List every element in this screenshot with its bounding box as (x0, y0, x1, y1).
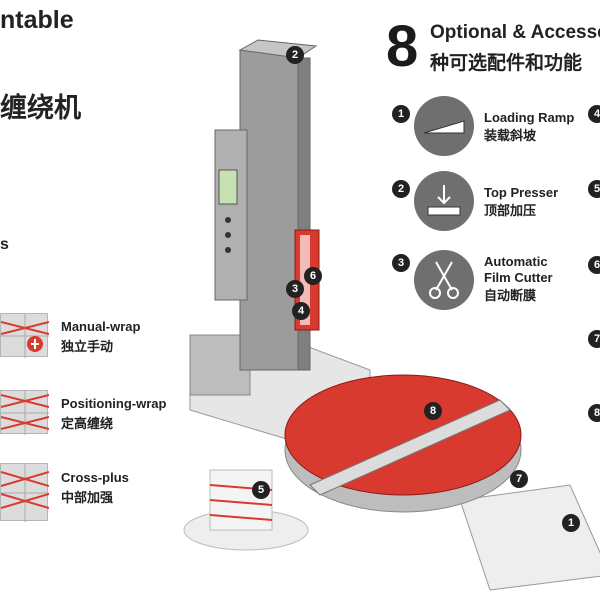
accessories-subtitle: 种可选配件和功能 (430, 53, 583, 74)
machine-callout-3: 3 (286, 280, 304, 298)
accessory-number-6-cropped: 6 (588, 256, 600, 274)
page-title-cn-fragment: 缠绕机 (0, 93, 81, 123)
machine-callout-4: 4 (292, 302, 310, 320)
machine-callout-2: 2 (286, 46, 304, 64)
accessory-icon-container-1 (414, 96, 474, 156)
accessory-count: 8 (386, 14, 419, 79)
accessory-number-5-cropped: 5 (588, 180, 600, 198)
machine-callout-5: 5 (252, 481, 270, 499)
accessory-label-3: Automatic Film Cutter 自动断膜 (484, 254, 553, 303)
positioning-wrap-thumbnail (0, 390, 50, 435)
accessory-number-8-cropped: 8 (588, 404, 600, 422)
machine-callout-1: 1 (562, 514, 580, 532)
machine-callout-8: 8 (424, 402, 442, 420)
accessory-label-1: Loading Ramp 装载斜坡 (484, 110, 575, 143)
machine-callout-6: 6 (304, 267, 322, 285)
section-title-fragment: s (0, 236, 9, 253)
accessory-number-4-cropped: 4 (588, 105, 600, 123)
accessory-icon-container-3 (414, 250, 474, 310)
scissors-icon (429, 261, 459, 299)
top-presser-icon (427, 185, 461, 216)
machine-callout-7: 7 (510, 470, 528, 488)
accessory-number-7-cropped: 7 (588, 330, 600, 348)
positioning-wrap-icon (0, 391, 50, 435)
accessory-icon-container-2 (414, 171, 474, 231)
accessory-number-1: 1 (392, 105, 410, 123)
page-title-fragment: ntable (0, 6, 74, 34)
cross-plus-icon (0, 464, 50, 522)
cross-plus-thumbnail (0, 463, 50, 522)
accessory-number-3: 3 (392, 254, 410, 272)
manual-wrap-thumbnail (0, 313, 50, 358)
manual-wrap-icon (0, 314, 50, 358)
accessory-number-2: 2 (392, 180, 410, 198)
stretch-wrapper-machine-illustration (183, 39, 600, 591)
accessory-label-2: Top Presser 顶部加压 (484, 185, 559, 218)
ramp-icon (423, 120, 465, 134)
accessories-title: Optional & Accesso (430, 22, 600, 43)
